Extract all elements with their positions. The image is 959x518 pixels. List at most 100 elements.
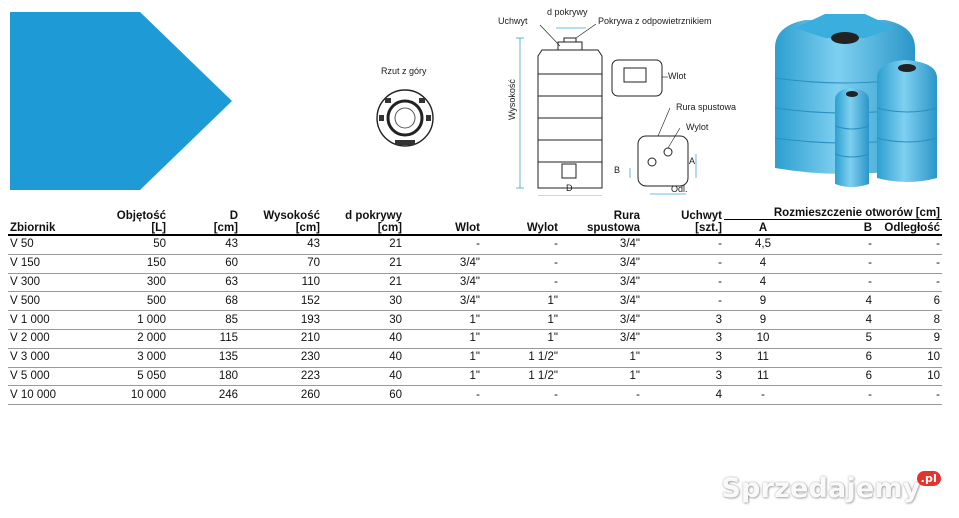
label-rura-spustowa: Rura spustowa — [676, 102, 737, 112]
table-cell: 3/4" — [560, 254, 642, 274]
table-cell: V 3 000 — [8, 348, 96, 368]
table-cell: 3 — [642, 367, 724, 387]
header-odleglosc: Odległość — [874, 219, 942, 236]
table-cell: 40 — [322, 329, 404, 349]
label-wylot: Wylot — [686, 122, 709, 132]
table-cell: 4 — [724, 273, 802, 293]
table-cell: 30 — [322, 310, 404, 330]
table-cell: 11 — [724, 367, 802, 387]
table-cell: 4 — [802, 291, 874, 312]
table-cell: V 10 000 — [8, 385, 96, 406]
table-cell: 40 — [322, 367, 404, 387]
table-cell: 1" — [482, 291, 560, 312]
table-cell: 9 — [874, 329, 942, 349]
table-cell: 9 — [724, 310, 802, 330]
table-cell: 3 000 — [96, 348, 168, 368]
header-wylot: Wylot — [482, 205, 560, 236]
table-cell: - — [802, 235, 874, 255]
table-cell: 193 — [240, 310, 322, 330]
table-cell: V 50 — [8, 235, 96, 255]
table-cell: 1 1/2" — [482, 348, 560, 368]
table-cell: 246 — [168, 385, 240, 406]
table-cell: 260 — [240, 385, 322, 406]
table-cell: 1 000 — [96, 310, 168, 330]
table-cell: 3/4" — [560, 235, 642, 255]
table-cell: - — [642, 273, 724, 293]
table-cell: V 500 — [8, 291, 96, 312]
table-cell: 30 — [322, 291, 404, 312]
table-cell: 180 — [168, 367, 240, 387]
table-cell: 10 000 — [96, 385, 168, 406]
table-cell: - — [482, 254, 560, 274]
header-d-pokrywy: d pokrywy[cm] — [322, 205, 404, 236]
table-cell: 85 — [168, 310, 240, 330]
table-cell: 4,5 — [724, 235, 802, 255]
table-cell: 135 — [168, 348, 240, 368]
table-cell: - — [874, 235, 942, 255]
table-cell: 21 — [322, 235, 404, 255]
label-b: B — [614, 165, 621, 175]
label-wysokosc: Wysokość — [507, 79, 517, 120]
table-cell: V 300 — [8, 273, 96, 293]
label-uchwyt: Uchwyt — [498, 16, 528, 26]
table-cell: - — [482, 273, 560, 293]
table-cell: 70 — [240, 254, 322, 274]
table-cell: - — [642, 254, 724, 274]
header-b: B — [802, 219, 874, 236]
table-cell: - — [802, 273, 874, 293]
table-cell: - — [642, 291, 724, 312]
header-rozmieszczenie: Rozmieszczenie otworów [cm] — [724, 205, 942, 220]
header-wysokosc: Wysokość[cm] — [240, 205, 322, 236]
label-pokrywa: Pokrywa z odpowietrznikiem — [598, 16, 712, 26]
table-cell: V 2 000 — [8, 329, 96, 349]
table-cell: 500 — [96, 291, 168, 312]
table-cell: - — [874, 254, 942, 274]
table-cell: 3/4" — [560, 273, 642, 293]
table-cell: 1" — [482, 329, 560, 349]
label-a: A — [689, 156, 696, 166]
table-cell: 1" — [404, 310, 482, 330]
sprzedajemy-watermark: Sprzedajemy.pl — [721, 471, 941, 504]
table-cell: 9 — [724, 291, 802, 312]
table-cell: - — [874, 273, 942, 293]
table-cell: 6 — [802, 348, 874, 368]
table-cell: 3 — [642, 348, 724, 368]
table-cell: 11 — [724, 348, 802, 368]
table-cell: 230 — [240, 348, 322, 368]
table-cell: 3/4" — [404, 273, 482, 293]
table-cell: 3/4" — [404, 254, 482, 274]
table-cell: 3 — [642, 329, 724, 349]
tanks-photo — [774, 14, 938, 187]
table-cell: 110 — [240, 273, 322, 293]
table-cell: 60 — [322, 385, 404, 406]
label-wlot: Wlot — [668, 71, 686, 81]
table-cell: 60 — [168, 254, 240, 274]
header-uchwyt: Uchwyt[szt.] — [642, 205, 724, 236]
table-cell: 1" — [560, 348, 642, 368]
table-cell: - — [560, 385, 642, 406]
table-cell: 152 — [240, 291, 322, 312]
table-cell: 21 — [322, 254, 404, 274]
tank-specs-table: Zbiornik Objętość[L] D[cm] Wysokość[cm] … — [8, 205, 942, 406]
table-cell: 43 — [240, 235, 322, 255]
table-cell: 10 — [874, 348, 942, 368]
table-cell: 4 — [642, 385, 724, 406]
table-cell: 1" — [482, 310, 560, 330]
label-d-pokrywy: d pokrywy — [547, 7, 588, 17]
header-wlot: Wlot — [404, 205, 482, 236]
top-view-diagram — [376, 89, 434, 147]
table-cell: V 150 — [8, 254, 96, 274]
table-cell: - — [724, 385, 802, 406]
table-cell: 5 — [802, 329, 874, 349]
table-cell: 10 — [874, 367, 942, 387]
table-cell: 1" — [404, 367, 482, 387]
table-cell: - — [404, 235, 482, 255]
